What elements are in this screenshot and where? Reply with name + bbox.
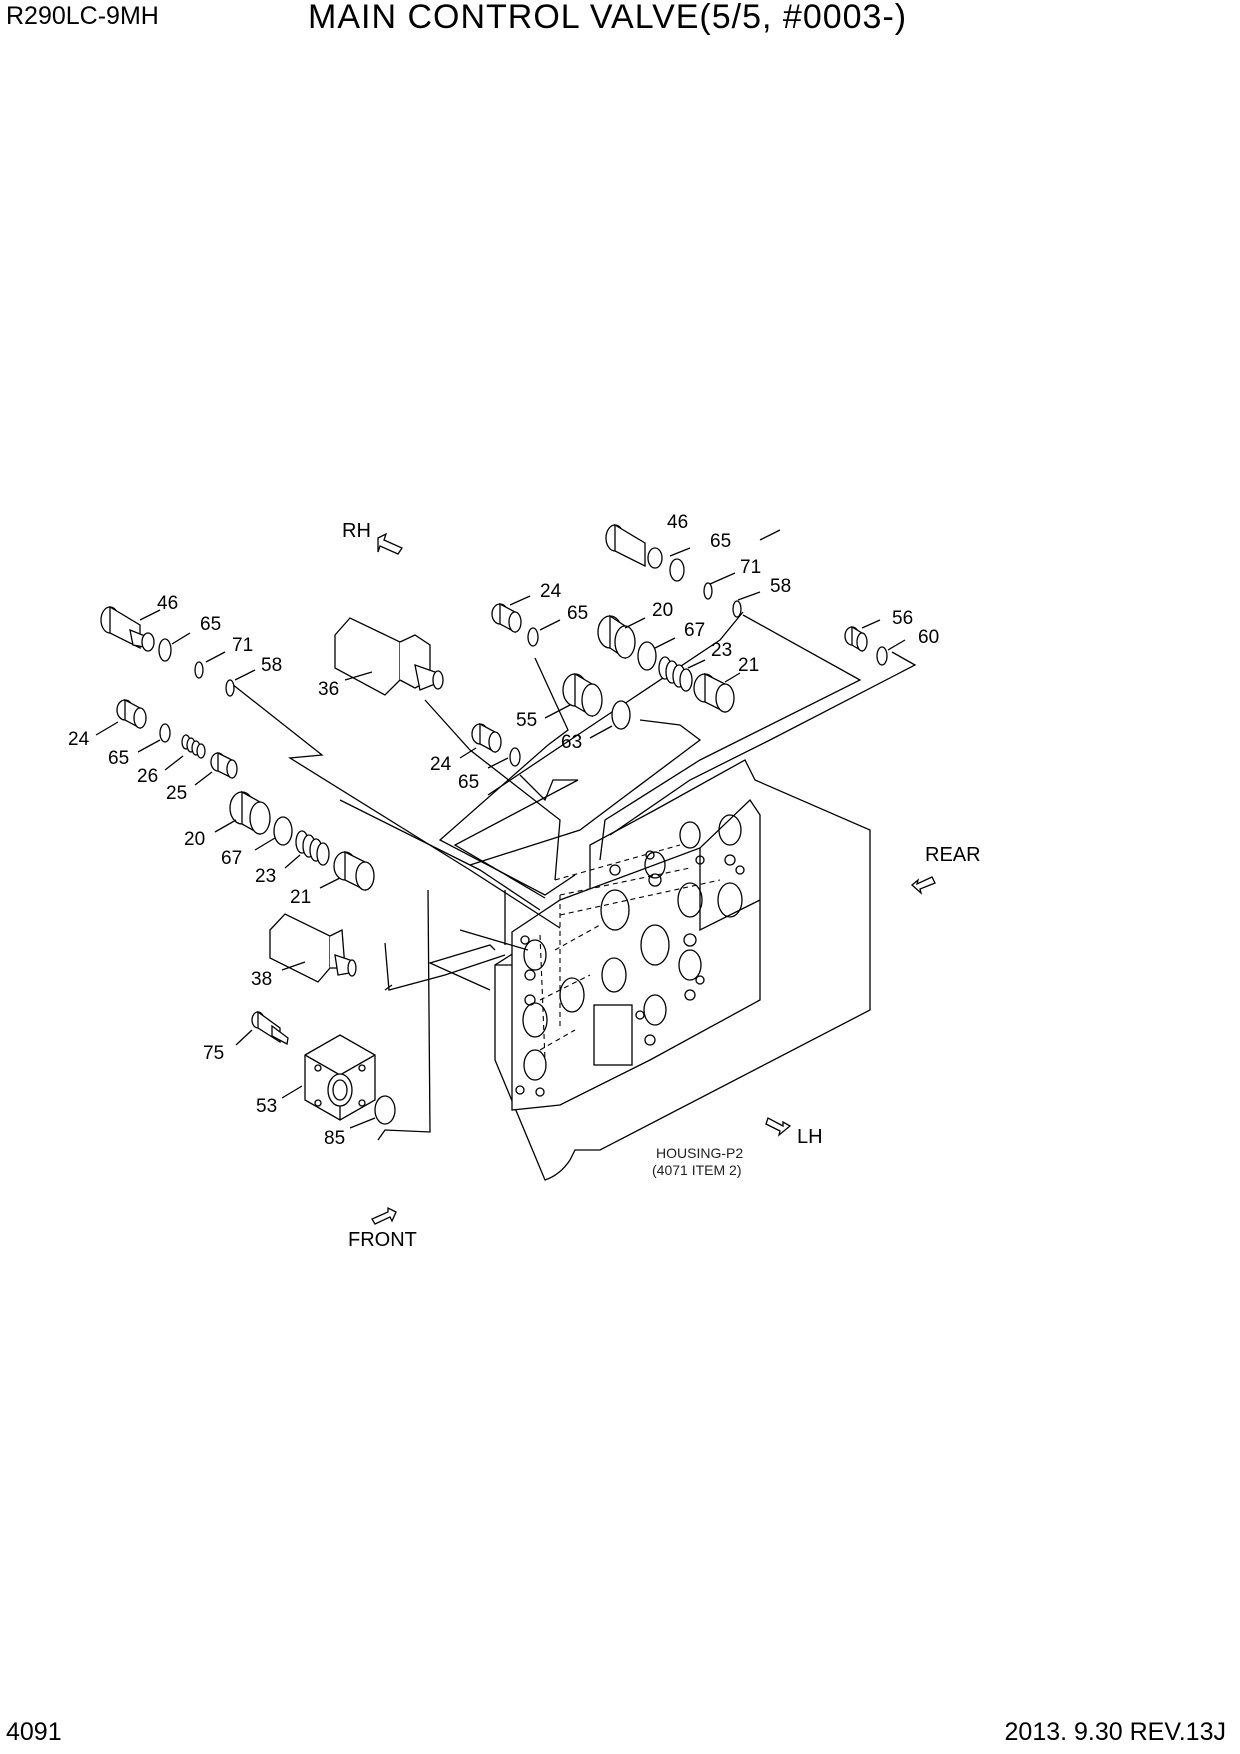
callout-58: 58 xyxy=(261,655,282,676)
callout-60: 60 xyxy=(918,627,939,648)
part-23-spring-left xyxy=(295,830,330,866)
callout-38: 38 xyxy=(251,969,272,990)
callout-23: 23 xyxy=(255,866,276,887)
callout-71: 71 xyxy=(740,557,761,578)
part-53-flange xyxy=(304,1034,376,1121)
part-58-oring xyxy=(225,679,235,697)
callout-20: 20 xyxy=(184,829,205,850)
arrow-icon xyxy=(911,876,936,895)
callout-24: 24 xyxy=(540,581,562,602)
assembly-paths xyxy=(231,529,917,1141)
callout-75: 75 xyxy=(203,1043,224,1064)
part-20-left xyxy=(229,790,271,836)
part-85-oring xyxy=(374,1095,396,1125)
callout-67: 67 xyxy=(221,848,242,869)
part-21-left xyxy=(333,850,375,892)
direction-front-label: FRONT xyxy=(348,1229,417,1251)
callout-20: 20 xyxy=(652,600,673,621)
part-38-solenoid xyxy=(269,913,357,983)
part-56-plug xyxy=(844,625,868,653)
part-46-left xyxy=(100,605,155,652)
callout-21: 21 xyxy=(738,655,759,676)
part-75-bolt xyxy=(251,1010,289,1045)
arrow-icon xyxy=(765,1117,792,1137)
callout-labels: 46 65 71 58 46 65 71 58 24 65 20 67 23 2… xyxy=(68,512,939,1149)
page-title: MAIN CONTROL VALVE(5/5, #0003-) xyxy=(308,0,908,36)
housing-note: HOUSING-P2 (4071 ITEM 2) xyxy=(652,1145,743,1178)
callout-46: 46 xyxy=(667,512,688,533)
arrow-icon xyxy=(371,1206,397,1225)
callout-25: 25 xyxy=(166,783,187,804)
callout-63: 63 xyxy=(561,732,582,753)
callout-53: 53 xyxy=(256,1096,277,1117)
housing-name: HOUSING-P2 xyxy=(656,1145,743,1161)
valve-housing xyxy=(494,759,871,1181)
callout-71: 71 xyxy=(232,635,253,656)
part-65-oring-right xyxy=(669,558,685,582)
callout-26: 26 xyxy=(137,766,158,787)
callout-55: 55 xyxy=(516,710,537,731)
part-63-oring xyxy=(611,700,631,730)
part-26-spring xyxy=(181,734,206,759)
part-65-oring-mid xyxy=(509,747,521,767)
callout-24: 24 xyxy=(68,729,90,750)
part-36-solenoid xyxy=(334,617,444,696)
callout-85: 85 xyxy=(324,1128,345,1149)
part-60-oring xyxy=(876,646,888,666)
callout-65: 65 xyxy=(200,614,221,635)
direction-lh-label: LH xyxy=(797,1126,823,1148)
direction-rh-label: RH xyxy=(342,520,371,542)
insertion-lines xyxy=(539,844,721,1061)
housing-reference: (4071 ITEM 2) xyxy=(652,1162,741,1178)
model-number: R290LC-9MH xyxy=(6,2,159,30)
callout-67: 67 xyxy=(684,620,705,641)
part-55-plug xyxy=(562,672,603,718)
arrow-icon xyxy=(377,532,403,555)
page-number: 4091 xyxy=(6,1718,62,1746)
housing-ports xyxy=(515,814,745,1097)
part-24-top xyxy=(491,602,522,634)
direction-rear-label: REAR xyxy=(925,844,981,866)
parts xyxy=(100,523,888,1125)
part-65-oring xyxy=(158,638,172,662)
callout-58: 58 xyxy=(770,576,791,597)
part-24-mid xyxy=(471,722,502,754)
callout-65: 65 xyxy=(108,748,129,769)
part-23-spring-top xyxy=(658,656,693,692)
part-21-top xyxy=(693,672,735,714)
callout-46: 46 xyxy=(157,593,178,614)
part-58-oring-right xyxy=(732,600,742,618)
part-71-oring-right xyxy=(703,582,713,600)
part-20-top xyxy=(597,614,636,660)
callout-56: 56 xyxy=(892,608,913,629)
callout-65: 65 xyxy=(710,531,731,552)
part-24-left xyxy=(116,698,147,730)
direction-indicators: RH REAR LH FRONT xyxy=(342,520,981,1251)
callout-21: 21 xyxy=(290,887,311,908)
callout-65: 65 xyxy=(567,603,588,624)
part-65-oring-top xyxy=(527,627,539,647)
part-67-oring-top xyxy=(637,641,657,671)
revision-date: 2013. 9.30 REV.13J xyxy=(1004,1718,1226,1746)
callout-65: 65 xyxy=(458,772,479,793)
callout-36: 36 xyxy=(318,679,339,700)
part-65-oring-left xyxy=(159,723,171,743)
callout-23: 23 xyxy=(711,640,732,661)
part-71-oring xyxy=(194,661,204,679)
part-25-poppet xyxy=(210,751,238,780)
part-67-oring-left xyxy=(273,816,293,846)
part-46-right xyxy=(605,523,663,569)
callout-24: 24 xyxy=(430,754,452,775)
callout-leaders xyxy=(95,547,906,1129)
